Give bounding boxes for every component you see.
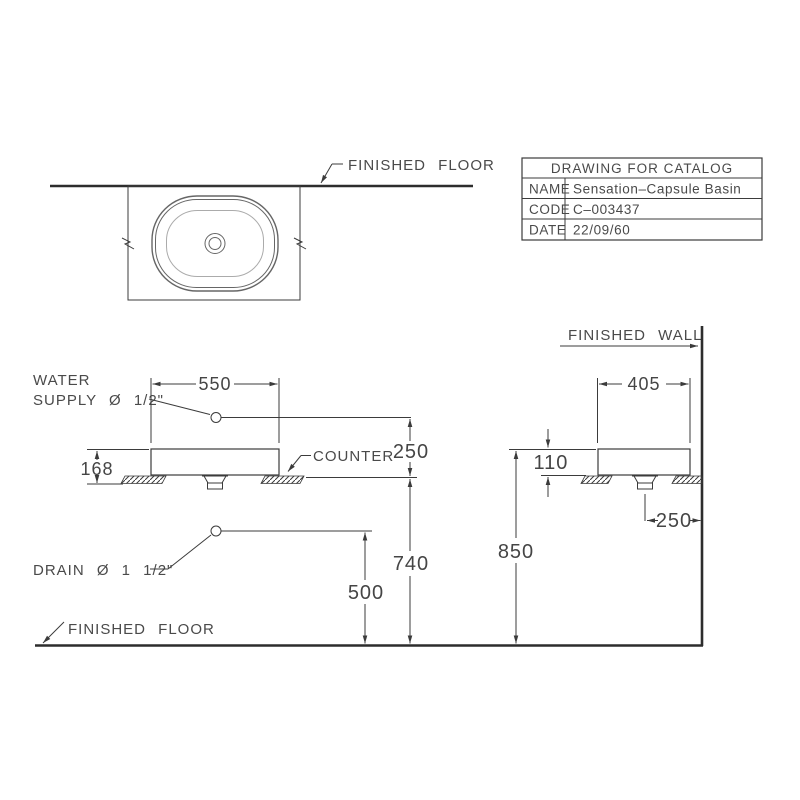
basin-side-outline <box>597 448 691 476</box>
dim-405: 405 <box>597 374 691 443</box>
counter-leader <box>287 455 311 472</box>
dim-rim-height-text: 850 <box>498 541 534 563</box>
date-label: DATE <box>529 223 566 238</box>
water-supply-point <box>210 412 222 423</box>
basin-plan-outline <box>151 195 279 292</box>
drain-fitting-side <box>632 475 658 490</box>
drain-fitting-front <box>202 475 228 490</box>
name-label: NAME <box>529 182 570 197</box>
side-elevation-view: FINISHED WALL 405 110 <box>498 326 704 646</box>
title-block: DRAWING FOR CATALOG NAME Sensation–Capsu… <box>521 157 763 241</box>
plan-drain-inner-circle <box>208 237 222 250</box>
dim-drain-height-text: 500 <box>348 582 384 604</box>
water-supply-label-line2: SUPPLY Ø 1/2" <box>33 392 164 409</box>
side-counter-hatch-right <box>671 475 703 484</box>
dim-168: 168 <box>80 449 149 485</box>
dim-740: 740 <box>393 479 429 644</box>
title-block-header: DRAWING FOR CATALOG <box>551 161 733 176</box>
plan-floor-leader <box>320 163 343 184</box>
name-value: Sensation–Capsule Basin <box>573 182 741 197</box>
front-floor-leader <box>42 621 65 644</box>
date-value: 22/09/60 <box>573 223 630 238</box>
dim-250-side: 250 <box>647 510 701 532</box>
dim-500: 500 <box>348 532 384 644</box>
dim-110: 110 <box>534 429 569 497</box>
code-value: C–003437 <box>573 202 640 217</box>
plan-finished-floor-label: FINISHED FLOOR <box>348 157 495 174</box>
dim-550: 550 <box>150 374 280 443</box>
water-supply-label-line1: WATER <box>33 372 91 389</box>
dim-rim-above-counter-text: 110 <box>534 452 569 474</box>
dim-counter-height-text: 740 <box>393 553 429 575</box>
basin-inner-rim <box>166 210 264 277</box>
drain-leader <box>150 534 212 570</box>
counter-label: COUNTER <box>313 448 394 465</box>
front-elevation-view: WATER SUPPLY Ø 1/2" 550 <box>33 372 429 644</box>
dim-850: 850 <box>498 451 534 644</box>
finished-wall-label: FINISHED WALL <box>568 327 702 344</box>
water-supply-leader <box>148 398 211 415</box>
side-counter-hatch-left <box>580 475 613 484</box>
dim-basin-total-height-text: 168 <box>80 459 113 479</box>
basin-front-outline <box>150 448 280 476</box>
plan-drain-outer-circle <box>204 233 226 254</box>
plan-break-mark-right <box>293 237 307 250</box>
front-finished-floor-label: FINISHED FLOOR <box>68 621 215 638</box>
plan-break-mark-left <box>121 237 135 250</box>
counter-hatch-right <box>260 475 305 484</box>
dim-basin-width-text: 550 <box>198 374 231 394</box>
plan-view: FINISHED FLOOR <box>50 157 495 301</box>
code-label: CODE <box>529 202 570 217</box>
dim-drain-to-wall-text: 250 <box>656 510 692 532</box>
dim-250-front: 250 <box>393 419 429 476</box>
drain-point <box>210 525 222 537</box>
dim-supply-above-counter-text: 250 <box>393 441 429 463</box>
drain-label: DRAIN Ø 1 1/2" <box>33 562 173 579</box>
counter-hatch-left <box>120 475 167 484</box>
dim-basin-depth-text: 405 <box>627 374 660 394</box>
